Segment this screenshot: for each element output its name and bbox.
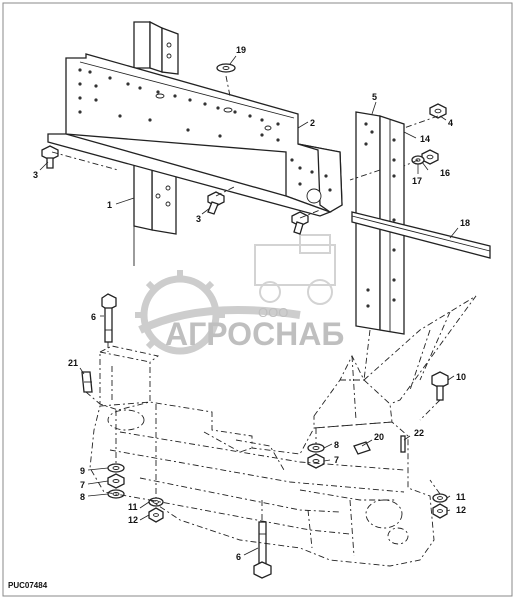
long-rail (351, 211, 491, 259)
callout-8-center: 8 (334, 440, 339, 450)
left-support-bracket (99, 345, 160, 411)
callout-14: 14 (420, 134, 430, 144)
callout-8-left: 8 (80, 492, 85, 502)
front-axle-frame (89, 401, 435, 567)
clip-21 (81, 371, 93, 393)
stack-center-8-7 (307, 443, 325, 469)
callout-7-center: 7 (334, 455, 339, 465)
plate-20 (353, 441, 371, 455)
right-post-holes (364, 122, 396, 308)
callout-1: 1 (107, 200, 112, 210)
panel-round-boss (306, 188, 322, 204)
callout-3-center: 3 (196, 214, 201, 224)
watermark-small-text: ООО (258, 305, 288, 320)
callout-2: 2 (310, 118, 315, 128)
callout-12-left: 12 (128, 515, 138, 525)
callout-3-left: 3 (33, 170, 38, 180)
watermark-combine-harvester (254, 234, 336, 305)
callout-11-right: 11 (456, 492, 466, 502)
callout-20: 20 (374, 432, 384, 442)
nut-16 (421, 149, 439, 165)
callout-9: 9 (80, 466, 85, 476)
callout-17: 17 (412, 176, 422, 186)
callout-6-top: 6 (91, 312, 96, 322)
callout-11-left: 11 (128, 502, 138, 512)
nut-4 (429, 103, 447, 119)
callout-4: 4 (448, 118, 453, 128)
watermark-large-text: АГРОСНАБ (165, 316, 344, 352)
callout-16: 16 (440, 168, 450, 178)
callout-5: 5 (372, 92, 377, 102)
pin-22 (400, 435, 406, 453)
bolt-3-center (207, 191, 225, 215)
callout-7-left: 7 (80, 480, 85, 490)
stack-right-11-12 (432, 493, 448, 519)
callout-18: 18 (460, 218, 470, 228)
leader-lines (39, 55, 459, 556)
alignment-lines (51, 75, 441, 522)
callout-6-bottom: 6 (236, 552, 241, 562)
panel-holes (78, 68, 332, 192)
stack-left-11-12 (148, 497, 164, 523)
figure-code: PUC07484 (8, 581, 48, 590)
callout-10: 10 (456, 372, 466, 382)
callout-19: 19 (236, 45, 246, 55)
bolt-10 (431, 371, 449, 401)
panel-right-section (297, 143, 343, 213)
watermark-gear-teeth (135, 270, 225, 350)
upright-post-rear (133, 20, 179, 266)
panel-face (65, 53, 343, 213)
watermark-swoosh (138, 306, 301, 334)
callout-21: 21 (68, 358, 78, 368)
long-bolt-6-top (101, 293, 117, 343)
main-mounting-panel (47, 53, 343, 217)
callout-22: 22 (414, 428, 424, 438)
callout-12-right: 12 (456, 505, 466, 515)
right-support-bracket (313, 295, 477, 429)
callout-labels: 1 2 3 3 4 5 6 6 7 7 8 8 9 10 11 11 12 12… (33, 45, 470, 562)
agrosnab-watermark: ООО АГРОСНАБ (135, 234, 344, 355)
washer-19 (216, 63, 236, 73)
bolt-3-left (41, 145, 59, 169)
bolt-3-right (291, 211, 309, 235)
long-bolt-6-bottom (253, 521, 272, 579)
